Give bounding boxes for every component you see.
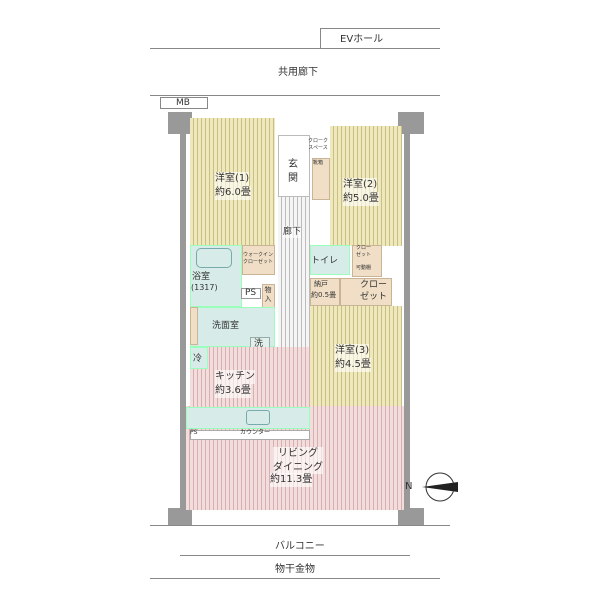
shoe-box <box>312 158 330 200</box>
small-closet <box>352 245 382 277</box>
bathroom-size: (1317) <box>191 283 218 292</box>
balcony-label: バルコニー <box>275 541 325 552</box>
corridor-label: 共用廊下 <box>278 67 318 78</box>
column-top-left <box>168 112 192 134</box>
ev-hall-line <box>150 48 440 49</box>
corridor-line <box>150 95 440 96</box>
mb-label: MB <box>176 98 190 108</box>
western-room-3-size: 約4.5畳 <box>335 358 371 372</box>
ps-box <box>241 288 261 299</box>
movable-shelf-label: 可動棚 <box>356 265 372 271</box>
hallway-label: 廊下 <box>283 226 302 239</box>
western-room-2-size: 約5.0畳 <box>343 192 379 206</box>
drying-hardware-label: 物干金物 <box>275 564 315 575</box>
bathroom-name: 浴室 <box>192 272 211 282</box>
compass-north-label: N <box>405 481 413 492</box>
ld-name: リビング ダイニング <box>273 447 323 474</box>
ld-size: 約11.3畳 <box>270 473 313 487</box>
column-top-right <box>398 112 424 134</box>
column-bottom-right <box>398 508 424 526</box>
western-room-3-name: 洋室(3) <box>335 344 370 358</box>
toilet-label: トイレ <box>311 256 339 266</box>
closet-label: クロー ゼット <box>360 280 388 303</box>
nando-name: 納戸 <box>314 280 328 288</box>
hallway <box>278 197 310 347</box>
closet <box>340 278 392 306</box>
mb-box <box>160 97 208 109</box>
storage-label: 物入 <box>264 286 272 304</box>
fridge-space <box>190 347 208 369</box>
kitchen-size: 約3.6畳 <box>215 384 251 398</box>
nando <box>310 278 340 306</box>
fridge-label: 冷 <box>193 354 203 364</box>
bathroom <box>190 245 242 307</box>
kitchen-name: キッチン <box>215 370 255 384</box>
ps-label: PS <box>245 288 257 298</box>
column-bottom-left <box>168 508 192 526</box>
bathtub <box>196 248 232 268</box>
balcony-top-line <box>150 525 450 526</box>
compass-icon <box>422 472 458 502</box>
western-room-1-size: 約6.0畳 <box>215 186 251 200</box>
vanity <box>190 307 198 345</box>
small-closet-label: クロー ゼット <box>356 245 372 258</box>
cloak-space-label: クローク スペース <box>308 138 329 151</box>
left-wall <box>180 112 186 517</box>
ps-small-label: PS <box>190 429 198 436</box>
nando-size: 約0.5畳 <box>311 291 337 299</box>
toilet <box>310 245 350 275</box>
kitchen-counter <box>186 407 310 429</box>
ev-hall <box>320 28 440 48</box>
sink <box>246 410 270 425</box>
right-wall <box>404 112 410 517</box>
walk-in-closet <box>242 245 275 275</box>
washroom-label: 洗面室 <box>212 321 240 331</box>
counter <box>190 430 310 440</box>
balcony-bottom-line <box>150 578 440 579</box>
walk-in-closet-label: ウォークイン クローゼット <box>243 252 274 265</box>
ev-hall-label: EVホール <box>340 34 384 45</box>
shoe-box-label: 靴箱 <box>313 160 324 166</box>
entrance-label: 玄関 <box>288 159 298 184</box>
western-room-1-name: 洋室(1) <box>215 172 250 186</box>
washer-label: 洗 <box>254 339 264 349</box>
counter-label: カウンター <box>240 429 271 436</box>
balcony-edge-line <box>180 555 410 556</box>
western-room-2-name: 洋室(2) <box>343 178 378 192</box>
entrance <box>278 135 310 197</box>
